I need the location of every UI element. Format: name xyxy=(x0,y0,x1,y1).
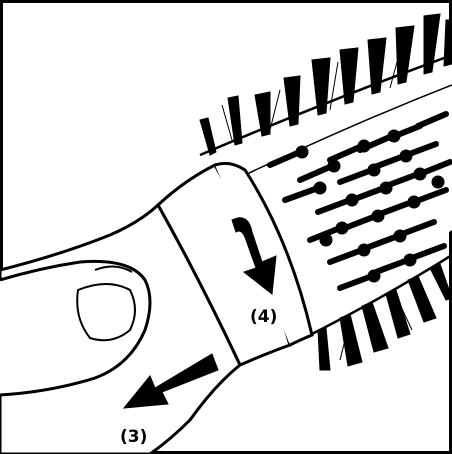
step-3-label: (3) xyxy=(120,427,147,447)
thumbnail xyxy=(77,284,135,340)
step-4-label: (4) xyxy=(250,307,277,327)
